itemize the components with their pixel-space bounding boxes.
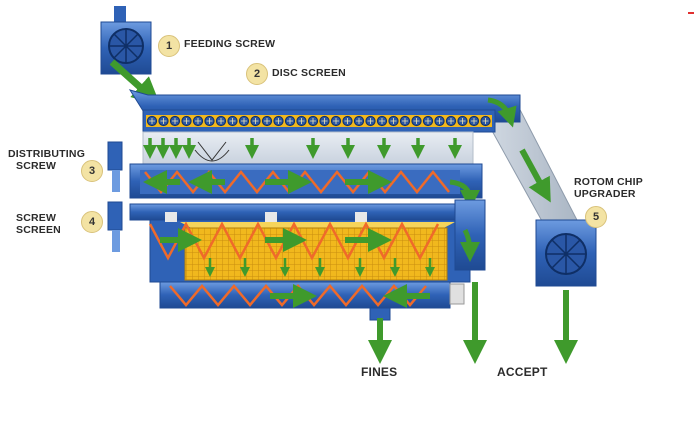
distribution-trough (142, 131, 474, 165)
label-accept: ACCEPT (497, 365, 548, 379)
screw-screen-unit (129, 199, 486, 283)
label-screw-screen-line2: SCREEN (16, 224, 61, 236)
label-fines: FINES (361, 365, 398, 379)
chip-upgrader-unit (535, 219, 597, 287)
label-distributing-line2: SCREW (16, 160, 57, 172)
badge-5: 5 (585, 206, 607, 228)
label-distributing-line1: DISTRIBUTING (8, 148, 86, 160)
distributing-screw-motor (107, 141, 123, 192)
label-disc-screen: DISC SCREEN (272, 67, 346, 79)
badge-2: 2 (246, 63, 268, 85)
distributing-screw-unit (129, 163, 483, 210)
feeding-screw-unit (100, 6, 161, 106)
label-rotom-line2: UPGRADER (574, 188, 636, 200)
badge-3: 3 (81, 160, 103, 182)
badge-1: 1 (158, 35, 180, 57)
red-mark (688, 12, 694, 14)
screw-screen-motor (107, 201, 123, 252)
label-screw-screen-line1: SCREW (16, 212, 57, 224)
label-rotom-line1: ROTOM CHIP (574, 176, 643, 188)
badge-4: 4 (81, 211, 103, 233)
disc-screen-unit (128, 89, 521, 133)
fines-screw-unit (159, 281, 465, 321)
label-feeding-screw: FEEDING SCREW (184, 38, 276, 50)
